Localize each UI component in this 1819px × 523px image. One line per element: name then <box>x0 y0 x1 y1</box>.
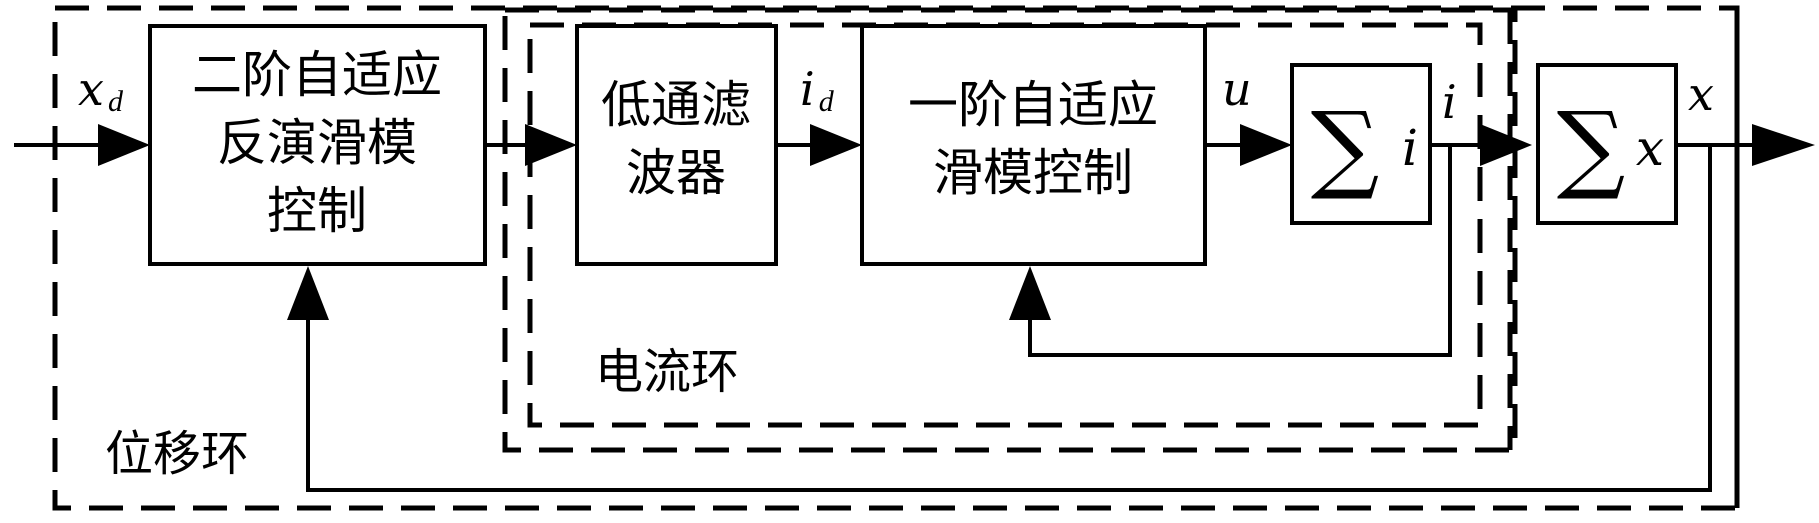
low-pass-filter-line-2: 波器 <box>626 144 726 202</box>
position-loop-label: 位移环 <box>105 426 249 482</box>
low-pass-filter-block <box>575 24 778 266</box>
backstepping-controller-line-1: 二阶自适应 <box>192 46 442 104</box>
u-signal-label: u <box>1222 62 1252 116</box>
current-summation-variable: i <box>1402 119 1418 177</box>
position-feedback-arrow-icon <box>287 266 329 320</box>
current-feedback-wire <box>1028 145 1452 357</box>
x-signal-label: x <box>1688 67 1714 121</box>
x-output-arrow-icon <box>1752 124 1815 166</box>
sliding-mode-controller-line-2: 滑模控制 <box>933 144 1133 202</box>
current-loop-boundary <box>502 7 1518 453</box>
controller-input-arrow-icon <box>810 124 862 166</box>
position-summation-symbol: ∑ <box>1557 91 1626 203</box>
backstepping-controller-block <box>148 24 487 266</box>
id-main: i <box>800 62 815 116</box>
i-arrow-icon <box>1480 124 1532 166</box>
filter-input-arrow-icon <box>525 124 577 166</box>
sliding-mode-controller-block <box>860 24 1207 266</box>
backstepping-controller-line-3: 控制 <box>267 182 367 240</box>
current-loop-label: 电流环 <box>595 344 739 400</box>
i-signal-label: i <box>1442 75 1457 129</box>
current-feedback-arrow-icon <box>1009 266 1051 320</box>
current-summation-block <box>1290 63 1432 225</box>
low-pass-filter-line-1: 低通滤 <box>601 76 751 134</box>
position-feedback-wire <box>306 145 1712 492</box>
backstepping-controller-line-2: 反演滑模 <box>217 114 417 172</box>
current-summation-symbol: ∑ <box>1311 91 1380 203</box>
xd-sub: d <box>108 85 124 118</box>
position-summation-block <box>1536 63 1678 225</box>
u-arrow-icon <box>1240 124 1292 166</box>
xd-main: x <box>78 62 104 116</box>
xd-arrow-icon <box>98 124 150 166</box>
sliding-mode-controller-line-1: 一阶自适应 <box>908 76 1158 134</box>
position-summation-variable: x <box>1636 119 1664 177</box>
id-sub: d <box>819 85 835 118</box>
